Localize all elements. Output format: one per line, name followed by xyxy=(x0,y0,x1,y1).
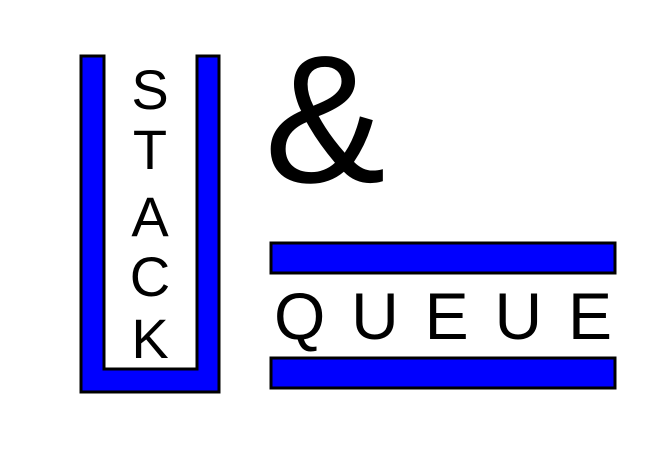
queue-top-bar xyxy=(269,241,617,275)
stack-u-shape xyxy=(79,54,221,394)
queue-label: QUEUE xyxy=(274,279,612,353)
stack-letter: T xyxy=(133,118,167,181)
stack-container xyxy=(79,54,221,394)
stack-letter: A xyxy=(131,185,169,248)
ampersand-symbol: & xyxy=(264,17,385,221)
stack-letter: S xyxy=(131,58,168,121)
queue-bottom-bar xyxy=(269,356,617,390)
stack-letter: C xyxy=(130,245,170,308)
stack-letters: S T A C K xyxy=(130,58,170,370)
stack-letter: K xyxy=(131,307,168,370)
